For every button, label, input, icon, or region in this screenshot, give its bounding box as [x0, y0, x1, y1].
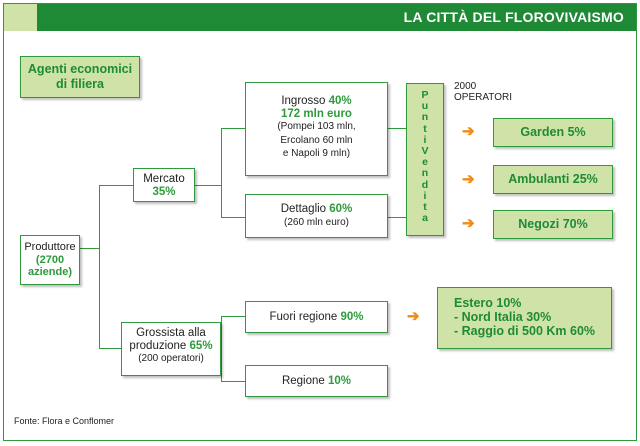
connector — [388, 128, 407, 129]
arrow-right-icon: ➔ — [462, 123, 475, 140]
connector — [221, 128, 245, 129]
ingrosso-detail-3: e Napoli 9 mln) — [282, 148, 351, 159]
arrow-right-icon: ➔ — [462, 215, 475, 232]
legend-box: Agenti economici di filiera — [20, 56, 140, 98]
produttore-label: Produttore — [24, 241, 76, 253]
connector — [221, 316, 222, 381]
operatori-note: 2000 OPERATORI — [454, 81, 512, 103]
ingrosso-value: 172 mln euro — [281, 107, 352, 120]
produttore-box: Produttore (2700 aziende) — [20, 235, 80, 285]
estero-line-2: - Nord Italia 30% — [454, 310, 552, 324]
pv-letter: n — [421, 111, 429, 124]
pv-letter: e — [422, 156, 428, 169]
dettaglio-detail: (260 mln euro) — [283, 217, 350, 228]
regione-pct: 10% — [328, 375, 352, 387]
outlet-label: Ambulanti 25% — [508, 172, 598, 186]
grossista-line-1: Grossista alla — [136, 327, 206, 339]
ingrosso-label: Ingrosso — [281, 95, 326, 107]
connector — [79, 248, 100, 249]
figure-frame — [3, 3, 637, 441]
fuori-regione-box: Fuori regione 90% — [245, 301, 388, 333]
arrow-right-icon: ➔ — [407, 308, 420, 325]
header-bar: LA CITTÀ DEL FLOROVIVAISMO — [4, 4, 636, 31]
pv-letter: P — [421, 89, 429, 101]
connector — [99, 185, 133, 186]
fuori-regione-pct: 90% — [340, 311, 364, 323]
connector — [99, 348, 121, 349]
outlet-label: Garden 5% — [520, 125, 586, 139]
outlet-ambulanti: Ambulanti 25% — [493, 165, 613, 194]
produttore-unit: aziende) — [27, 266, 72, 278]
estero-line-3: - Raggio di 500 Km 60% — [454, 324, 596, 338]
grossista-line-2: produzione — [129, 339, 187, 352]
operatori-count: 2000 — [454, 81, 477, 92]
pv-letter: i — [423, 189, 427, 202]
produttore-count: (2700 — [35, 253, 65, 266]
connector — [195, 185, 222, 186]
connector — [388, 217, 407, 218]
fuori-regione-label: Fuori regione — [269, 311, 338, 323]
ingrosso-detail-2: Ercolano 60 mln — [280, 134, 353, 146]
source-note: Fonte: Flora e Conflomer — [14, 416, 115, 426]
outlet-negozi: Negozi 70% — [493, 210, 613, 239]
legend-line-1: Agenti economici — [27, 62, 133, 76]
pv-letter: t — [423, 122, 427, 135]
arrow-right-icon: ➔ — [462, 171, 475, 188]
pv-letter: u — [421, 100, 429, 113]
estero-box: Estero 10% - Nord Italia 30% - Raggio di… — [437, 287, 612, 349]
outlet-label: Negozi 70% — [518, 217, 588, 231]
outlet-garden: Garden 5% — [493, 118, 613, 147]
connector — [99, 185, 100, 348]
mercato-label: Mercato — [143, 173, 185, 185]
connector — [221, 316, 245, 317]
header-accent — [4, 4, 37, 31]
pv-letter: n — [421, 167, 429, 180]
operatori-label: OPERATORI — [454, 92, 512, 103]
ingrosso-box: Ingrosso 40% 172 mln euro (Pompei 103 ml… — [245, 82, 388, 176]
estero-line-1: Estero 10% — [454, 296, 522, 310]
regione-box: Regione 10% — [245, 365, 388, 397]
ingrosso-pct: 40% — [328, 95, 352, 107]
connector — [221, 217, 245, 218]
grossista-detail: (200 operatori) — [138, 353, 204, 364]
pv-letter: i — [423, 133, 427, 146]
legend-line-2: di filiera — [56, 77, 104, 91]
dettaglio-label: Dettaglio — [280, 203, 327, 215]
regione-label: Regione — [281, 375, 325, 387]
dettaglio-pct: 60% — [329, 203, 353, 215]
pv-letter: V — [421, 145, 429, 158]
connector — [221, 128, 222, 217]
mercato-box: Mercato 35% — [133, 168, 195, 202]
pv-letter: a — [422, 212, 428, 225]
punti-vendita-box: P u n t i V e n d i t a — [406, 83, 444, 236]
connector — [221, 381, 245, 382]
dettaglio-box: Dettaglio 60% (260 mln euro) — [245, 194, 388, 238]
page-title: LA CITTÀ DEL FLOROVIVAISMO — [403, 9, 624, 25]
grossista-box: Grossista alla produzione 65% (200 opera… — [121, 322, 221, 376]
pv-letter: t — [423, 201, 427, 214]
ingrosso-detail-1: (Pompei 103 mln, — [277, 121, 356, 132]
grossista-pct: 65% — [189, 339, 213, 352]
mercato-pct: 35% — [152, 186, 176, 198]
pv-letter: d — [421, 178, 429, 191]
